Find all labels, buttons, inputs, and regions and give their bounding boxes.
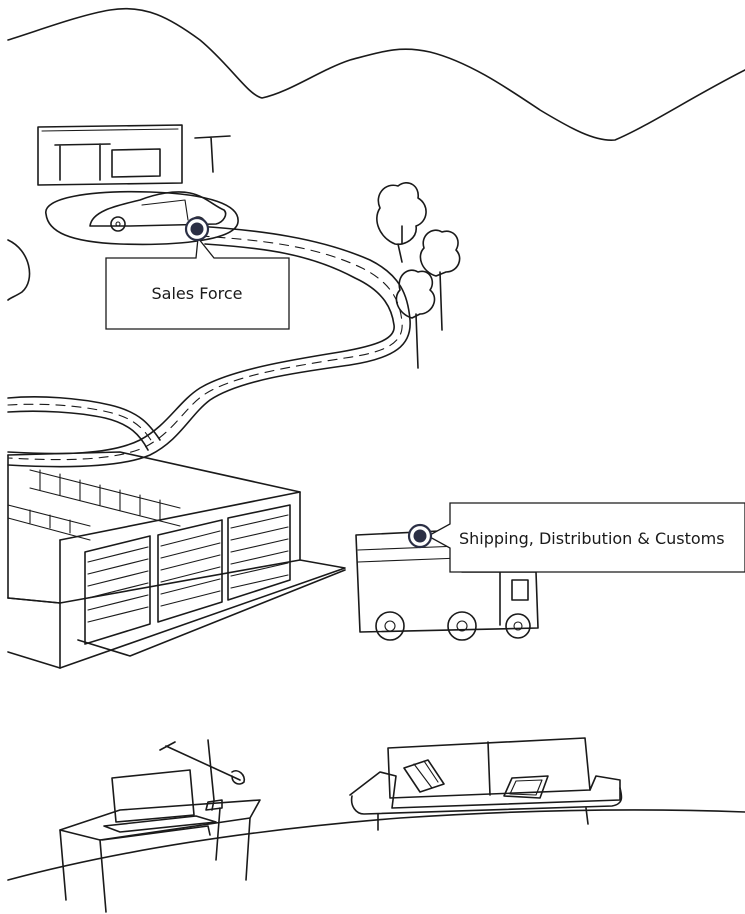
tree-icons <box>377 183 460 368</box>
shipping-label: Shipping, Distribution & Customs <box>459 529 725 548</box>
laptop-icon <box>104 770 216 832</box>
sales-force-callout[interactable]: Sales Force <box>106 218 289 329</box>
sofa-icon <box>350 738 622 830</box>
store-icon <box>38 125 230 185</box>
desk-icon <box>60 800 260 912</box>
lamp-icon <box>160 740 244 810</box>
sales-force-marker-dot <box>191 223 204 236</box>
mountain-outline <box>8 9 745 141</box>
partial-circle-outline <box>8 240 30 300</box>
shipping-callout[interactable]: Shipping, Distribution & Customs <box>409 503 745 572</box>
warehouse-icon <box>8 452 345 668</box>
sales-force-label: Sales Force <box>152 284 243 303</box>
shipping-marker-dot <box>414 530 427 543</box>
ground-line <box>8 810 745 880</box>
